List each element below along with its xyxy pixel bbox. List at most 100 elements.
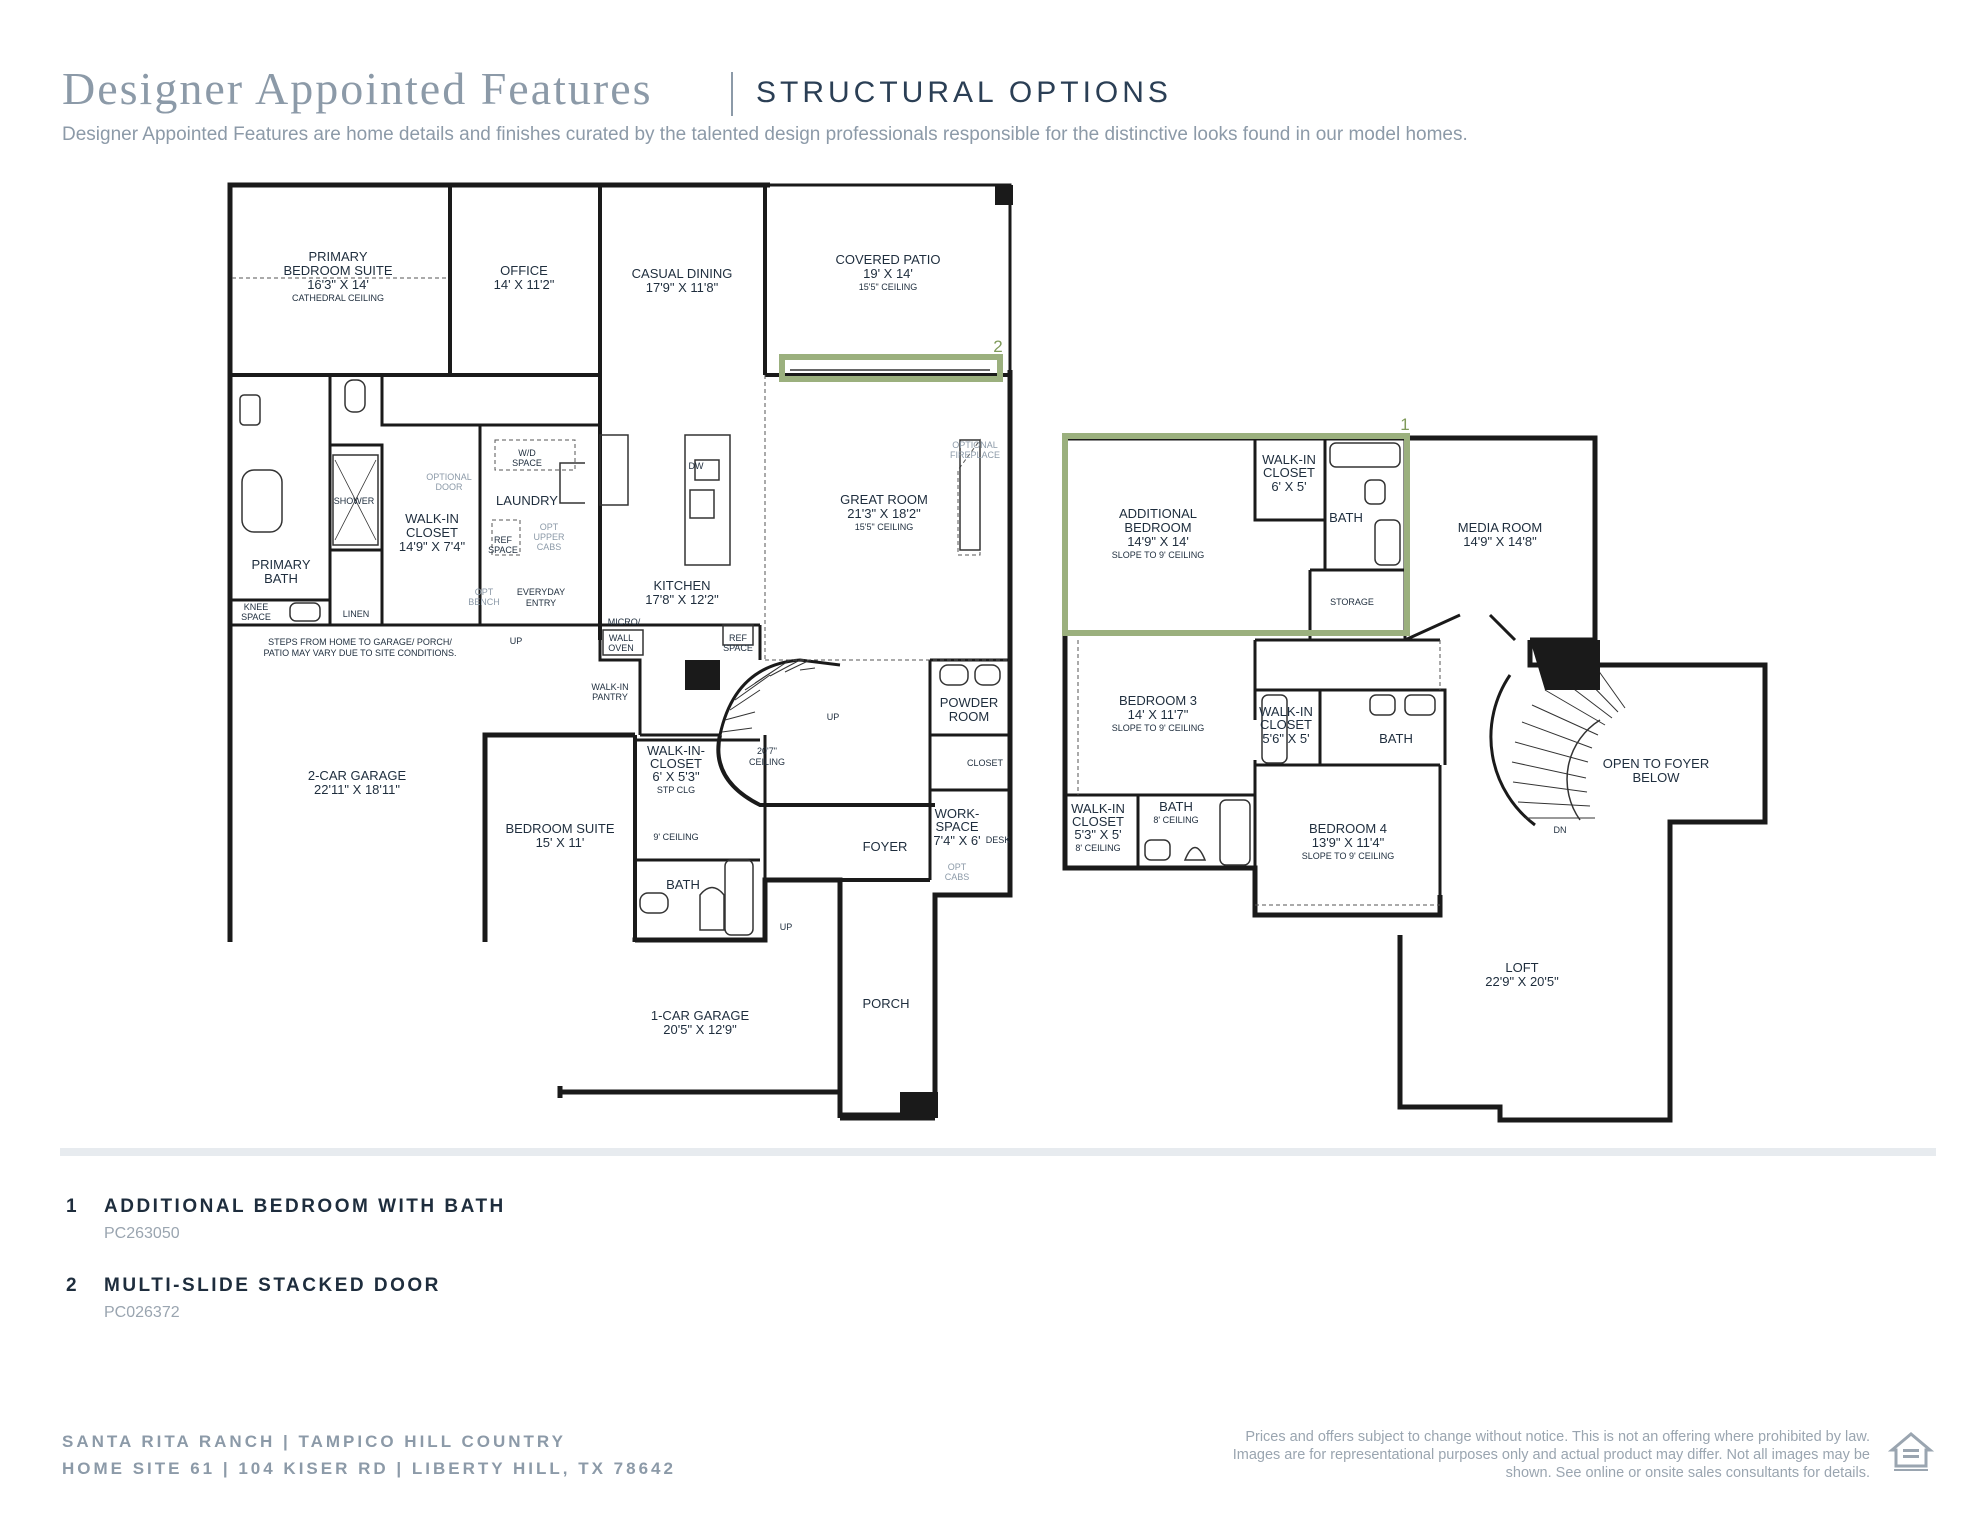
first-floor-labels: PRIMARY BEDROOM SUITE 16'3" X 14' CATHED… (241, 249, 1010, 1037)
room-name: CLOSET (1263, 465, 1315, 480)
ref-space-label: REF (729, 633, 748, 643)
room-dims: 13'9" X 11'4" (1312, 835, 1385, 850)
spiral-stair (1489, 669, 1626, 827)
room-dims: 17'9" X 11'8" (646, 280, 719, 295)
knee-space-label: SPACE (241, 612, 271, 622)
ref-space-label: SPACE (723, 643, 753, 653)
room-name: BATH (264, 571, 298, 586)
room-name: CLOSET (1072, 814, 1124, 829)
room-name: WALK-IN- (647, 743, 705, 758)
nine-ceiling-label: 9' CEILING (653, 832, 698, 842)
room-name: GREAT ROOM (840, 492, 928, 507)
opt-bench-label: OPT (475, 587, 494, 597)
up-bath-label: UP (780, 922, 793, 932)
room-note: SLOPE TO 9' CEILING (1112, 723, 1204, 733)
room-dims: 19' X 14' (863, 266, 913, 281)
room-name: LAUNDRY (496, 493, 558, 508)
opt-bench-label: BENCH (468, 597, 500, 607)
wall-oven-label: OVEN (608, 643, 634, 653)
opt-cabs-label: CABS (945, 872, 970, 882)
desk-label: DESK (986, 835, 1011, 845)
optional-fireplace-label: FIREPLACE (950, 450, 1000, 460)
option-1-marker: 1 (1400, 415, 1409, 434)
wd-space-label: SPACE (512, 458, 542, 468)
room-name: CLOSET (650, 756, 702, 771)
room-name: FOYER (863, 839, 908, 854)
room-name: POWDER (940, 695, 999, 710)
room-dims: 7'4" X 6' (933, 833, 980, 848)
room-name: BEDROOM (1124, 520, 1191, 535)
equal-housing-icon (1888, 1432, 1934, 1471)
room-name: BELOW (1633, 770, 1681, 785)
section-divider (60, 1148, 1936, 1156)
ref-space-label: REF (494, 535, 513, 545)
room-name: CLOSET (406, 525, 458, 540)
address-line: HOME SITE 61 | 104 KISER RD | LIBERTY HI… (62, 1459, 676, 1478)
room-dims: 21'3" X 18'2" (847, 506, 921, 521)
page-subtitle: STRUCTURAL OPTIONS (756, 76, 1172, 109)
opt-cabs-label: OPT (948, 862, 967, 872)
optional-door-label: DOOR (436, 482, 464, 492)
wall-oven-label: WALL (609, 633, 633, 643)
room-name: BEDROOM 3 (1119, 693, 1197, 708)
room-name: WORK- (935, 806, 980, 821)
post (995, 185, 1013, 205)
room-dims: 14'9" X 14' (1127, 534, 1189, 549)
up-stair-label: UP (827, 712, 840, 722)
room-name: ROOM (949, 709, 989, 724)
ceiling-label: CEILING (749, 757, 785, 767)
room-note: 15'5" CEILING (855, 522, 913, 532)
room-name: BATH (1159, 799, 1193, 814)
room-dims: 14'9" X 7'4" (399, 539, 466, 554)
up-label: UP (510, 636, 523, 646)
room-name: WALK-IN (1259, 704, 1313, 719)
linen-label: LINEN (343, 609, 370, 619)
option-2-highlight (779, 354, 1003, 382)
room-name: CASUAL DINING (632, 266, 733, 281)
first-floor-fixtures (239, 379, 1001, 936)
room-note: CATHEDRAL CEILING (292, 293, 384, 303)
option-title: ADDITIONAL BEDROOM WITH BATH (104, 1196, 506, 1217)
first-floor-dashed (232, 277, 1008, 661)
room-dims: 5'3" X 5' (1074, 827, 1121, 842)
room-name: OPEN TO FOYER (1603, 756, 1709, 771)
option-title: MULTI-SLIDE STACKED DOOR (104, 1275, 441, 1296)
knee-space-label: KNEE (244, 602, 269, 612)
opt-upper-cabs-label: UPPER (533, 532, 565, 542)
opt-upper-cabs-label: CABS (537, 542, 562, 552)
room-dims: 14' X 11'2" (494, 277, 555, 292)
option-2-marker: 2 (993, 337, 1002, 356)
everyday-entry-label: ENTRY (526, 598, 556, 608)
room-dims: 6' X 5'3" (652, 769, 700, 784)
second-floor-dashed (1077, 640, 1441, 906)
option-code: PC263050 (104, 1225, 180, 1242)
page-description: Designer Appointed Features are home det… (62, 124, 1468, 145)
room-note: SLOPE TO 9' CEILING (1302, 851, 1394, 861)
room-name: BEDROOM 4 (1309, 821, 1387, 836)
main-stair (721, 659, 816, 733)
room-dims: 14'9" X 14'8" (1463, 534, 1537, 549)
room-note: SLOPE TO 9' CEILING (1112, 550, 1204, 560)
room-name: BATH (1379, 731, 1413, 746)
room-name: BATH (1329, 510, 1363, 525)
room-dims: 16'3" X 14' (307, 277, 369, 292)
room-name: SPACE (935, 819, 978, 834)
community-line: SANTA RITA RANCH | TAMPICO HILL COUNTRY (62, 1432, 566, 1451)
room-name: CLOSET (1260, 717, 1312, 732)
room-name: BEDROOM SUITE (505, 821, 614, 836)
option-code: PC026372 (104, 1304, 180, 1321)
wall-block (1530, 640, 1600, 690)
option-1-highlight (1062, 433, 1410, 636)
dw-label: DW (689, 461, 704, 471)
room-name: PRIMARY (309, 249, 368, 264)
room-dims: 5'6" X 5' (1262, 731, 1309, 746)
micro-label: MICRO/ (608, 617, 641, 627)
room-note: 15'5" CEILING (859, 282, 917, 292)
room-name: 2-CAR GARAGE (308, 768, 407, 783)
room-dims: 14' X 11'7" (1128, 707, 1189, 722)
steps-note: STEPS FROM HOME TO GARAGE/ PORCH/ (268, 637, 452, 647)
dn-label: DN (1554, 825, 1567, 835)
ceiling-label: 20'7" (757, 746, 777, 756)
room-dims: 22'9" X 20'5" (1485, 974, 1559, 989)
